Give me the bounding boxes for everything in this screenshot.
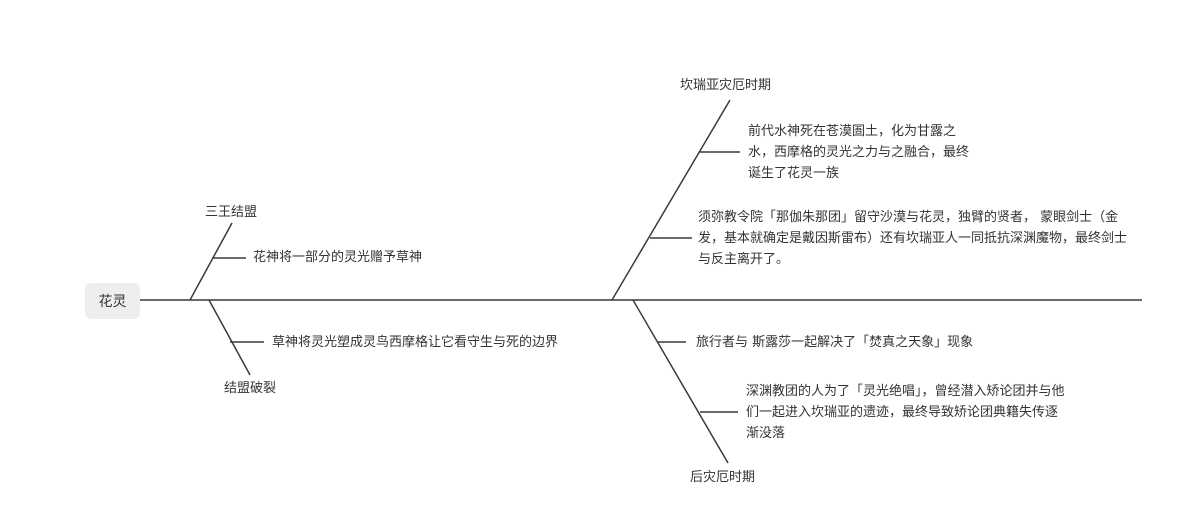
item-sanwang-1[interactable]: 花神将一部分的灵光赠予草神 (253, 250, 423, 265)
branch-title-sanwang[interactable]: 三王结盟 (205, 205, 258, 220)
item-houzaie-1[interactable]: 旅行者与 斯露莎一起解决了「焚真之天象」现象 (696, 335, 974, 350)
root-label: 花灵 (98, 294, 127, 310)
root-node[interactable]: 花灵 (85, 283, 140, 319)
branch-line-polie (208, 299, 251, 376)
branch-line-kanruiya (611, 99, 731, 301)
item-kanruiya-1[interactable]: 前代水神死在苍漠圄土，化为甘露之水，西摩格的灵光之力与之融合，最终诞生了花灵一族 (748, 124, 970, 181)
branch-line-houzaie (632, 299, 729, 464)
branch-title-houzaie[interactable]: 后灾厄时期 (690, 470, 756, 485)
branch-title-kanruiya[interactable]: 坎瑞亚灾厄时期 (680, 78, 772, 93)
item-houzaie-2[interactable]: 深渊教团的人为了「灵光绝唱」，曾经潜入矫论团并与他们一起进入坎瑞亚的遗迹，最终导… (746, 384, 1065, 441)
branch-title-polie[interactable]: 结盟破裂 (224, 381, 277, 396)
item-polie-1[interactable]: 草神将灵光塑成灵鸟西摩格让它看守生与死的边界 (272, 335, 559, 350)
branch-line-sanwang (189, 222, 233, 301)
item-kanruiya-2[interactable]: 须弥教令院「那伽朱那团」留守沙漠与花灵，独臂的贤者， 蒙眼剑士（金发，基本就确定… (698, 210, 1128, 267)
